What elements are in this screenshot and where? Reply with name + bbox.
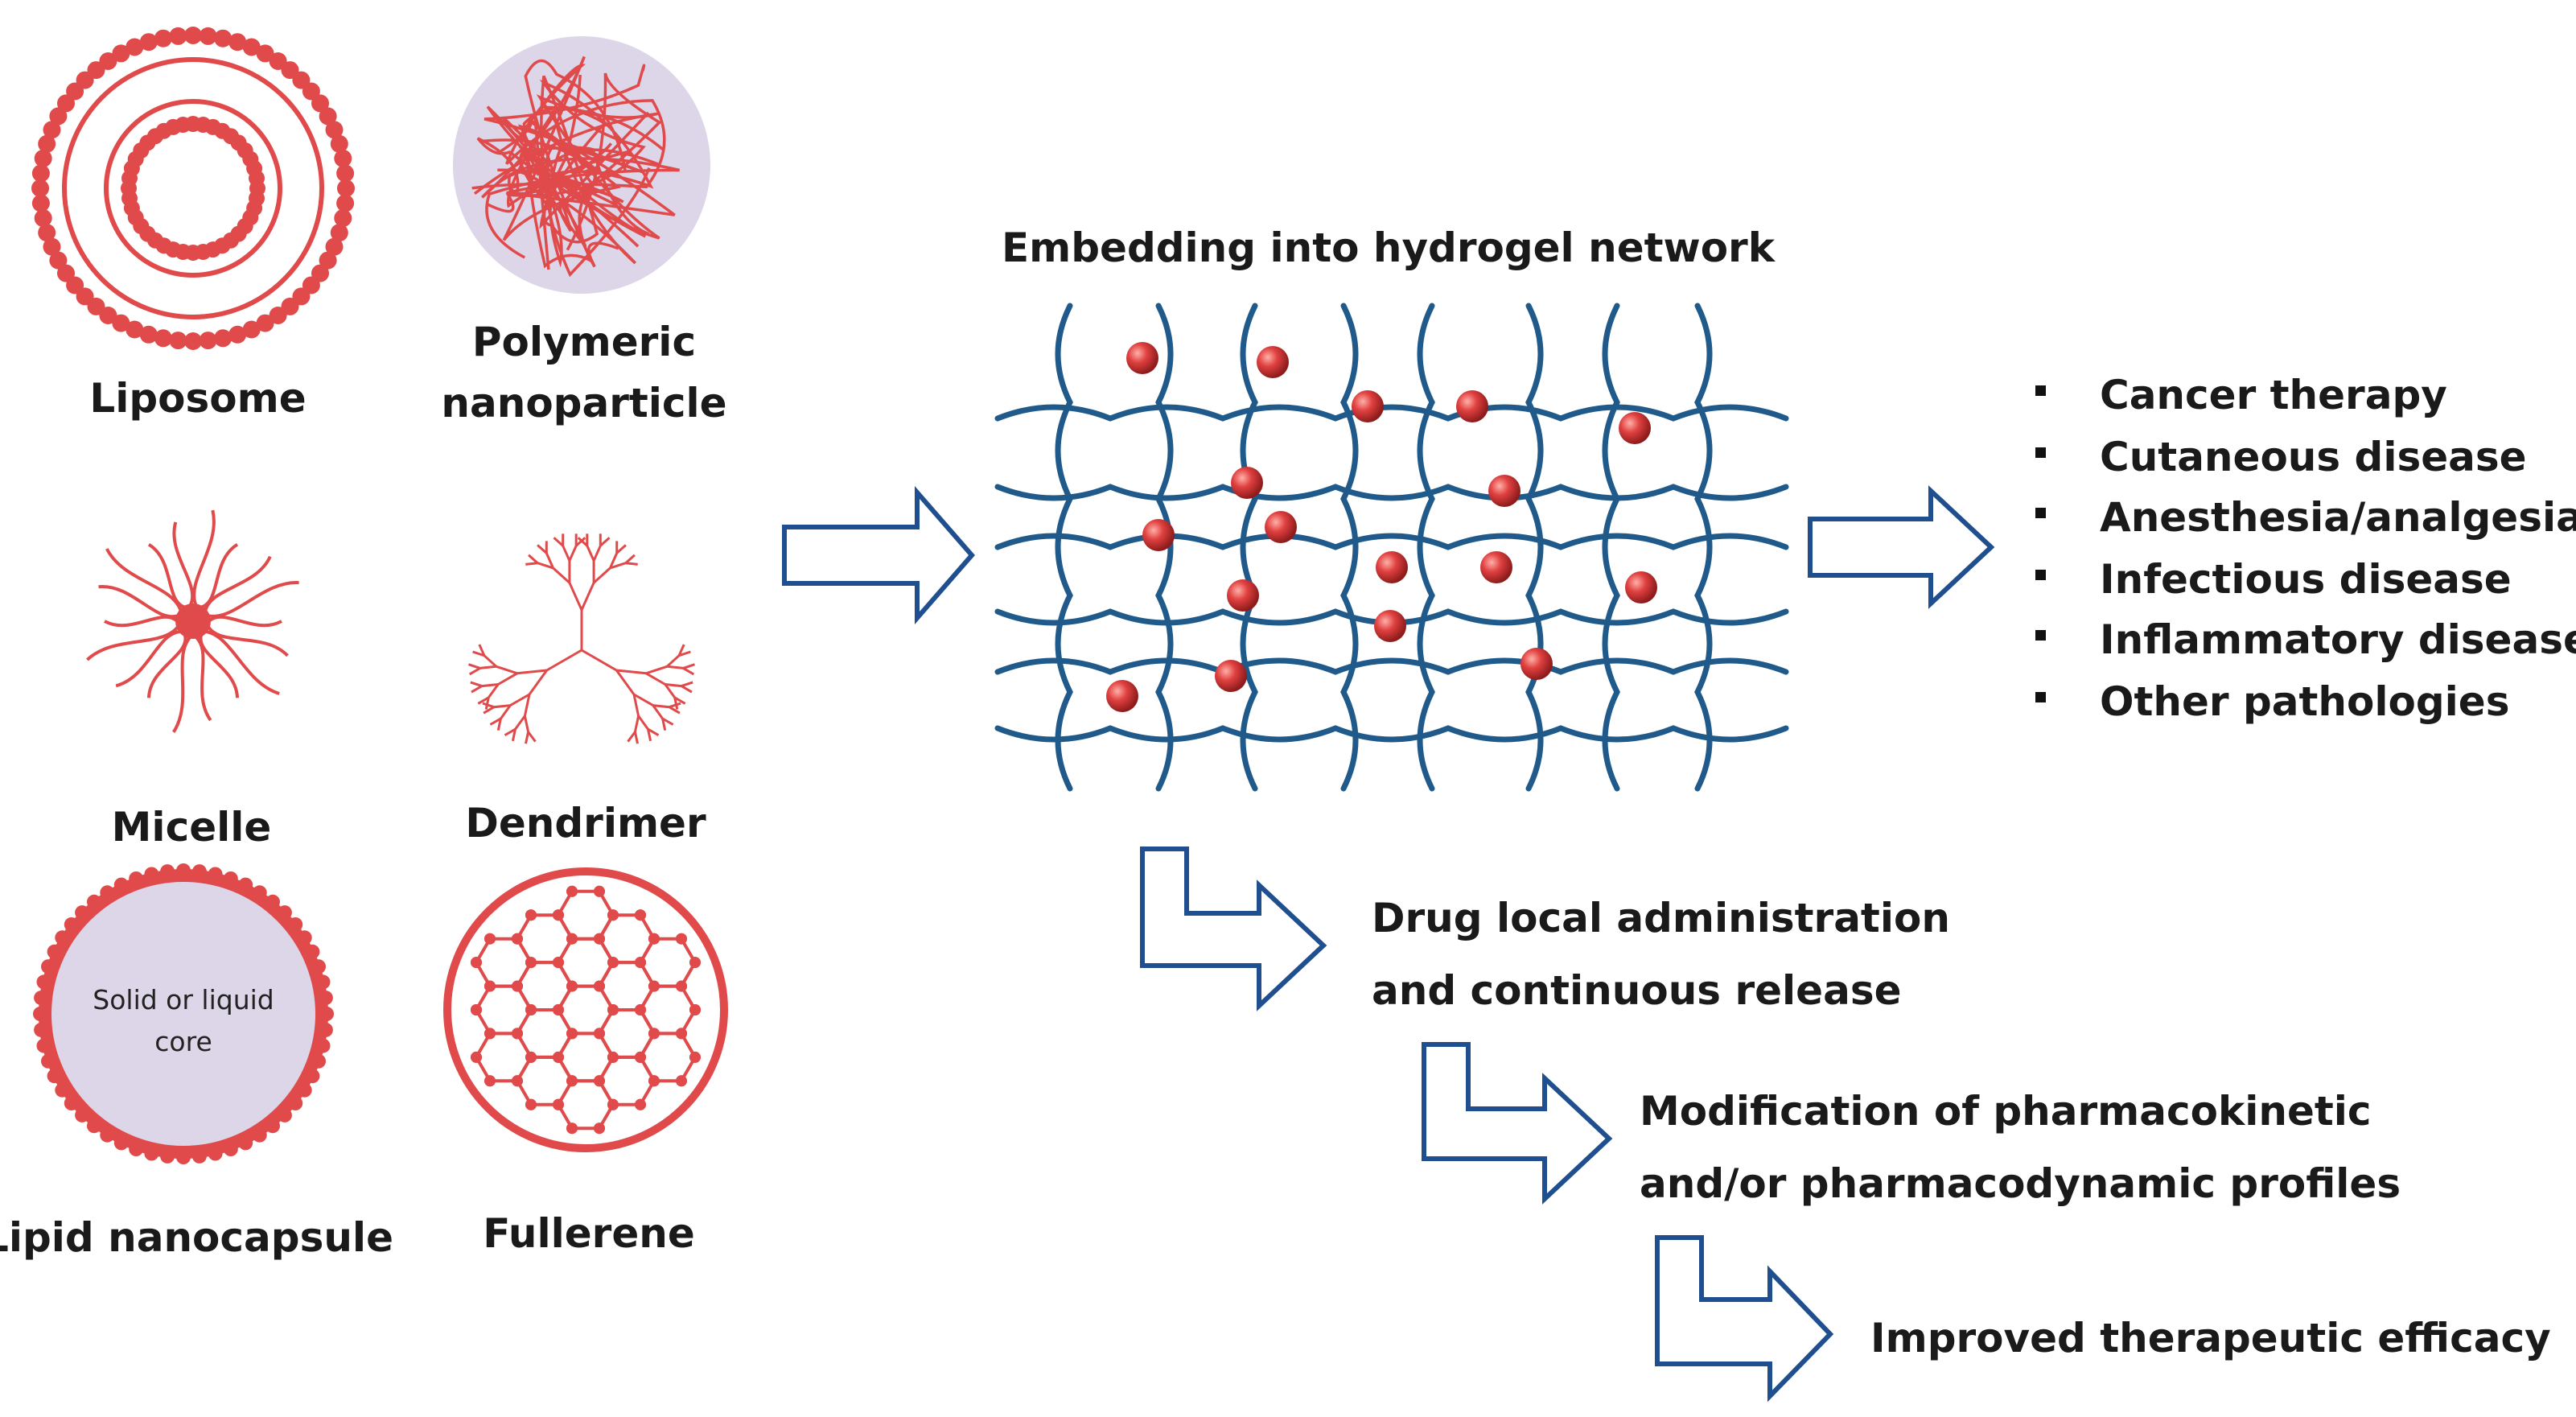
application-item: Infectious disease xyxy=(2100,556,2512,603)
bent-arrow-drug-icon xyxy=(1140,846,1327,1011)
hydrogel-network-icon xyxy=(994,303,1789,792)
application-item: Cutaneous disease xyxy=(2100,434,2527,480)
core-label-line1: Solid or liquid xyxy=(93,984,274,1015)
nanoparticle-bead-icon xyxy=(1257,346,1289,378)
dendrimer-icon xyxy=(468,533,695,744)
bullet xyxy=(2035,385,2046,396)
bullet xyxy=(2035,692,2046,702)
bent-arrow-efficacy-icon xyxy=(1655,1235,1834,1403)
lipid-nanocapsule-label: Lipid nanocapsule xyxy=(0,1214,393,1261)
bent-arrow-modification-icon xyxy=(1422,1042,1613,1205)
nanoparticle-bead-icon xyxy=(1376,551,1408,583)
nanoparticle-bead-icon xyxy=(1520,648,1553,680)
bullet xyxy=(2035,508,2046,518)
nanoparticle-bead-icon xyxy=(1488,475,1520,507)
micelle-label: Micelle xyxy=(112,804,272,851)
polymeric-nanoparticle-icon xyxy=(453,36,710,294)
arrow-to-hydrogel-icon xyxy=(782,485,975,625)
nanoparticle-bead-icon xyxy=(1456,390,1488,422)
nanoparticle-bead-icon xyxy=(1227,579,1259,612)
nanoparticle-bead-icon xyxy=(1106,680,1138,712)
nanoparticle-bead-icon xyxy=(1231,467,1263,499)
nanoparticle-bead-icon xyxy=(1625,571,1657,603)
bullet xyxy=(2035,447,2046,458)
nanoparticle-bead-icon xyxy=(1480,551,1512,583)
outcome-efficacy: Improved therapeutic efficacy xyxy=(1870,1315,2551,1361)
outcome-drug-line2: and continuous release xyxy=(1372,967,1902,1014)
nanoparticle-bead-icon xyxy=(1126,342,1158,374)
core-label-line2: core xyxy=(154,1026,212,1057)
nanoparticle-bead-icon xyxy=(1374,610,1406,642)
outcome-drug-line1: Drug local administration xyxy=(1372,895,1950,941)
polymeric-label-line2: nanoparticle xyxy=(441,380,726,426)
outcome-modification-line1: Modification of pharmacokinetic xyxy=(1640,1088,2372,1135)
application-item: Inflammatory disease xyxy=(2100,616,2576,663)
applications-list: Cancer therapy Cutaneous disease Anesthe… xyxy=(2035,372,2576,725)
arrow-to-applications-icon xyxy=(1808,485,1995,609)
nanoparticle-bead-icon xyxy=(1215,660,1247,692)
fullerene-label: Fullerene xyxy=(483,1210,695,1257)
polymeric-label-line1: Polymeric xyxy=(472,319,696,365)
liposome-icon xyxy=(31,27,355,350)
nanoparticle-bead-icon xyxy=(1352,390,1384,422)
dendrimer-label: Dendrimer xyxy=(465,800,706,846)
nanoparticle-bead-icon xyxy=(1619,412,1651,444)
application-item: Anesthesia/analgesia xyxy=(2100,494,2576,541)
bullet xyxy=(2035,570,2046,580)
outcome-modification-line2: and/or pharmacodynamic profiles xyxy=(1640,1160,2401,1207)
lipid-nanocapsule-icon: Solid or liquid core xyxy=(33,863,334,1164)
application-item: Cancer therapy xyxy=(2100,372,2447,418)
hydrogel-title: Embedding into hydrogel network xyxy=(1002,224,1776,271)
nanoparticle-bead-icon xyxy=(1265,511,1297,543)
liposome-label: Liposome xyxy=(89,375,306,422)
application-item: Other pathologies xyxy=(2100,678,2509,725)
nanoparticle-bead-icon xyxy=(1142,519,1175,551)
micelle-icon xyxy=(86,509,299,733)
bullet xyxy=(2035,630,2046,641)
fullerene-icon xyxy=(443,867,728,1152)
